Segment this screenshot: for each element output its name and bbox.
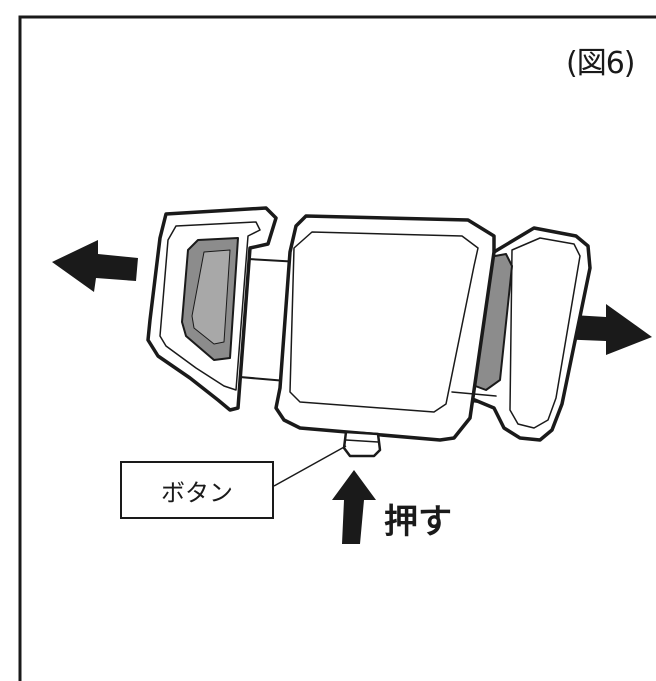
left-arm (146, 206, 301, 412)
central-body (274, 214, 497, 442)
release-button (342, 430, 382, 458)
button-callout-box: ボタン (120, 461, 274, 519)
figure-label: (図6) (566, 46, 635, 81)
arrow-left-icon (52, 240, 138, 292)
button-leader-line (273, 445, 347, 487)
push-callout-text: 押す (384, 502, 452, 542)
figure-frame (18, 15, 656, 681)
phone-holder-device (146, 206, 592, 458)
arrow-up-icon (332, 470, 376, 544)
button-callout-text: ボタン (161, 478, 233, 507)
